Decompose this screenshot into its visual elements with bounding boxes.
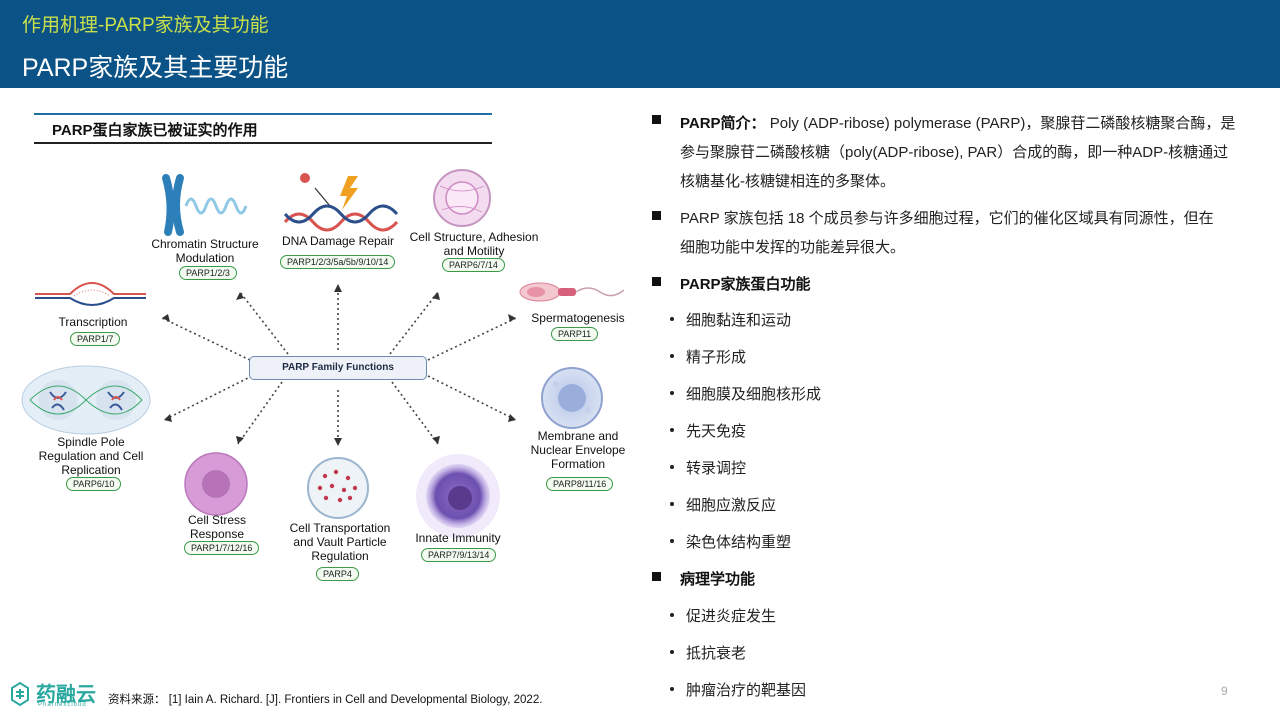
bullet-square: [652, 211, 661, 220]
arrowheads: [162, 284, 516, 446]
node-dna-tag: PARP1/2/3/5a/5b/9/10/14: [280, 255, 396, 269]
page-number: 9: [1221, 684, 1228, 698]
bullet-dot: [670, 391, 674, 395]
node-chromatin-label: Chromatin Structure Modulation: [151, 237, 259, 265]
function-item: 先天免疫: [686, 423, 747, 440]
intro-line-3: 核糖基化-核糖键相连的多聚体。: [680, 173, 895, 190]
pathology-item: 促进炎症发生: [686, 608, 777, 625]
bullet-square: [652, 115, 661, 124]
innate-immunity-icon: [416, 454, 500, 538]
node-transport-label: Cell Transportation and Vault Particle R…: [289, 521, 391, 563]
cell-stress-icon: [184, 452, 248, 516]
node-sperm-label: Spermatogenesis: [531, 311, 625, 325]
membrane-icon: [541, 367, 603, 429]
function-item: 细胞应激反应: [686, 497, 777, 514]
function-item: 细胞黏连和运动: [686, 312, 792, 329]
bullet-dot: [670, 317, 674, 321]
page-title: PARP家族及其主要功能: [22, 54, 289, 82]
node-sperm-tag: PARP11: [551, 327, 599, 341]
bullet-dot: [670, 687, 674, 691]
chromatin-icon: [162, 174, 248, 236]
figure-title-rule-bottom: [34, 142, 492, 144]
source-citation: 资料来源： [1] Iain A. Richard. [J]. Frontier…: [108, 694, 543, 706]
family-line-2: 细胞功能中发挥的功能差异很大。: [680, 239, 906, 256]
node-chromatin-tag: PARP1/2/3: [179, 266, 237, 280]
cell-structure-icon: [433, 169, 491, 227]
pathology-item: 肿瘤治疗的靶基因: [686, 682, 807, 699]
function-item: 转录调控: [686, 460, 747, 477]
figure-title-rule-top: [34, 113, 492, 115]
node-dna-label: DNA Damage Repair: [281, 234, 395, 248]
node-transcription-label: Transcription: [58, 315, 128, 329]
function-heading: PARP家族蛋白功能: [680, 276, 811, 293]
intro-line-2: 参与聚腺苷二磷酸核糖（poly(ADP-ribose), PAR）合成的酶，即一…: [680, 144, 1229, 161]
bullet-square: [652, 277, 661, 286]
center-node: PARP Family Functions: [249, 356, 427, 380]
node-cellstruct-tag: PARP6/7/14: [442, 258, 505, 272]
node-membrane-label: Membrane and Nuclear Envelope Formation: [530, 429, 626, 471]
node-cellstruct-label: Cell Structure, Adhesion and Motility: [409, 230, 539, 258]
pathology-item: 抵抗衰老: [686, 645, 747, 662]
node-stress-label: Cell Stress Response: [187, 513, 246, 541]
node-membrane-tag: PARP8/11/16: [546, 477, 614, 491]
node-immunity-label: Innate Immunity: [415, 531, 501, 545]
bullet-dot: [670, 650, 674, 654]
function-item: 染色体结构重塑: [686, 534, 792, 551]
sperm-icon: [519, 282, 625, 302]
logo-icon: [11, 681, 29, 707]
bullet-dot: [670, 428, 674, 432]
figure-title: PARP蛋白家族已被证实的作用: [52, 122, 258, 139]
section-title: 作用机理-PARP家族及其功能: [22, 15, 269, 36]
spindle-icon: [21, 365, 151, 435]
pathology-heading: 病理学功能: [680, 571, 756, 588]
transcription-icon: [35, 282, 146, 306]
function-item: 精子形成: [686, 349, 747, 366]
bullet-dot: [670, 502, 674, 506]
bullet-dot: [670, 539, 674, 543]
family-line-1: PARP 家族包括 18 个成员参与许多细胞过程，它们的催化区域具有同源性，但在: [680, 210, 1214, 227]
bullet-dot: [670, 354, 674, 358]
node-spindle-tag: PARP6/10: [66, 477, 122, 491]
node-stress-tag: PARP1/7/12/16: [184, 541, 260, 555]
dna-damage-icon: [283, 173, 399, 232]
intro-line-1: PARP简介： Poly (ADP-ribose) polymerase (PA…: [680, 115, 1236, 132]
function-item: 细胞膜及细胞核形成: [686, 386, 822, 403]
node-immunity-tag: PARP7/9/13/14: [421, 548, 497, 562]
bullet-square: [652, 572, 661, 581]
logo-subtext: Pharnexcloud: [38, 702, 87, 708]
logo-text: 药融云: [36, 684, 96, 706]
cell-transport-icon: [307, 457, 369, 519]
bullet-dot: [670, 613, 674, 617]
node-spindle-label: Spindle Pole Regulation and Cell Replica…: [38, 435, 144, 477]
diagram-illustrations: [21, 169, 625, 538]
header-bar: 作用机理-PARP家族及其功能 PARP家族及其主要功能: [0, 0, 1280, 88]
node-transport-tag: PARP4: [316, 567, 359, 581]
connector-arrows: [161, 286, 517, 445]
node-transcription-tag: PARP1/7: [70, 332, 121, 346]
bullet-dot: [670, 465, 674, 469]
